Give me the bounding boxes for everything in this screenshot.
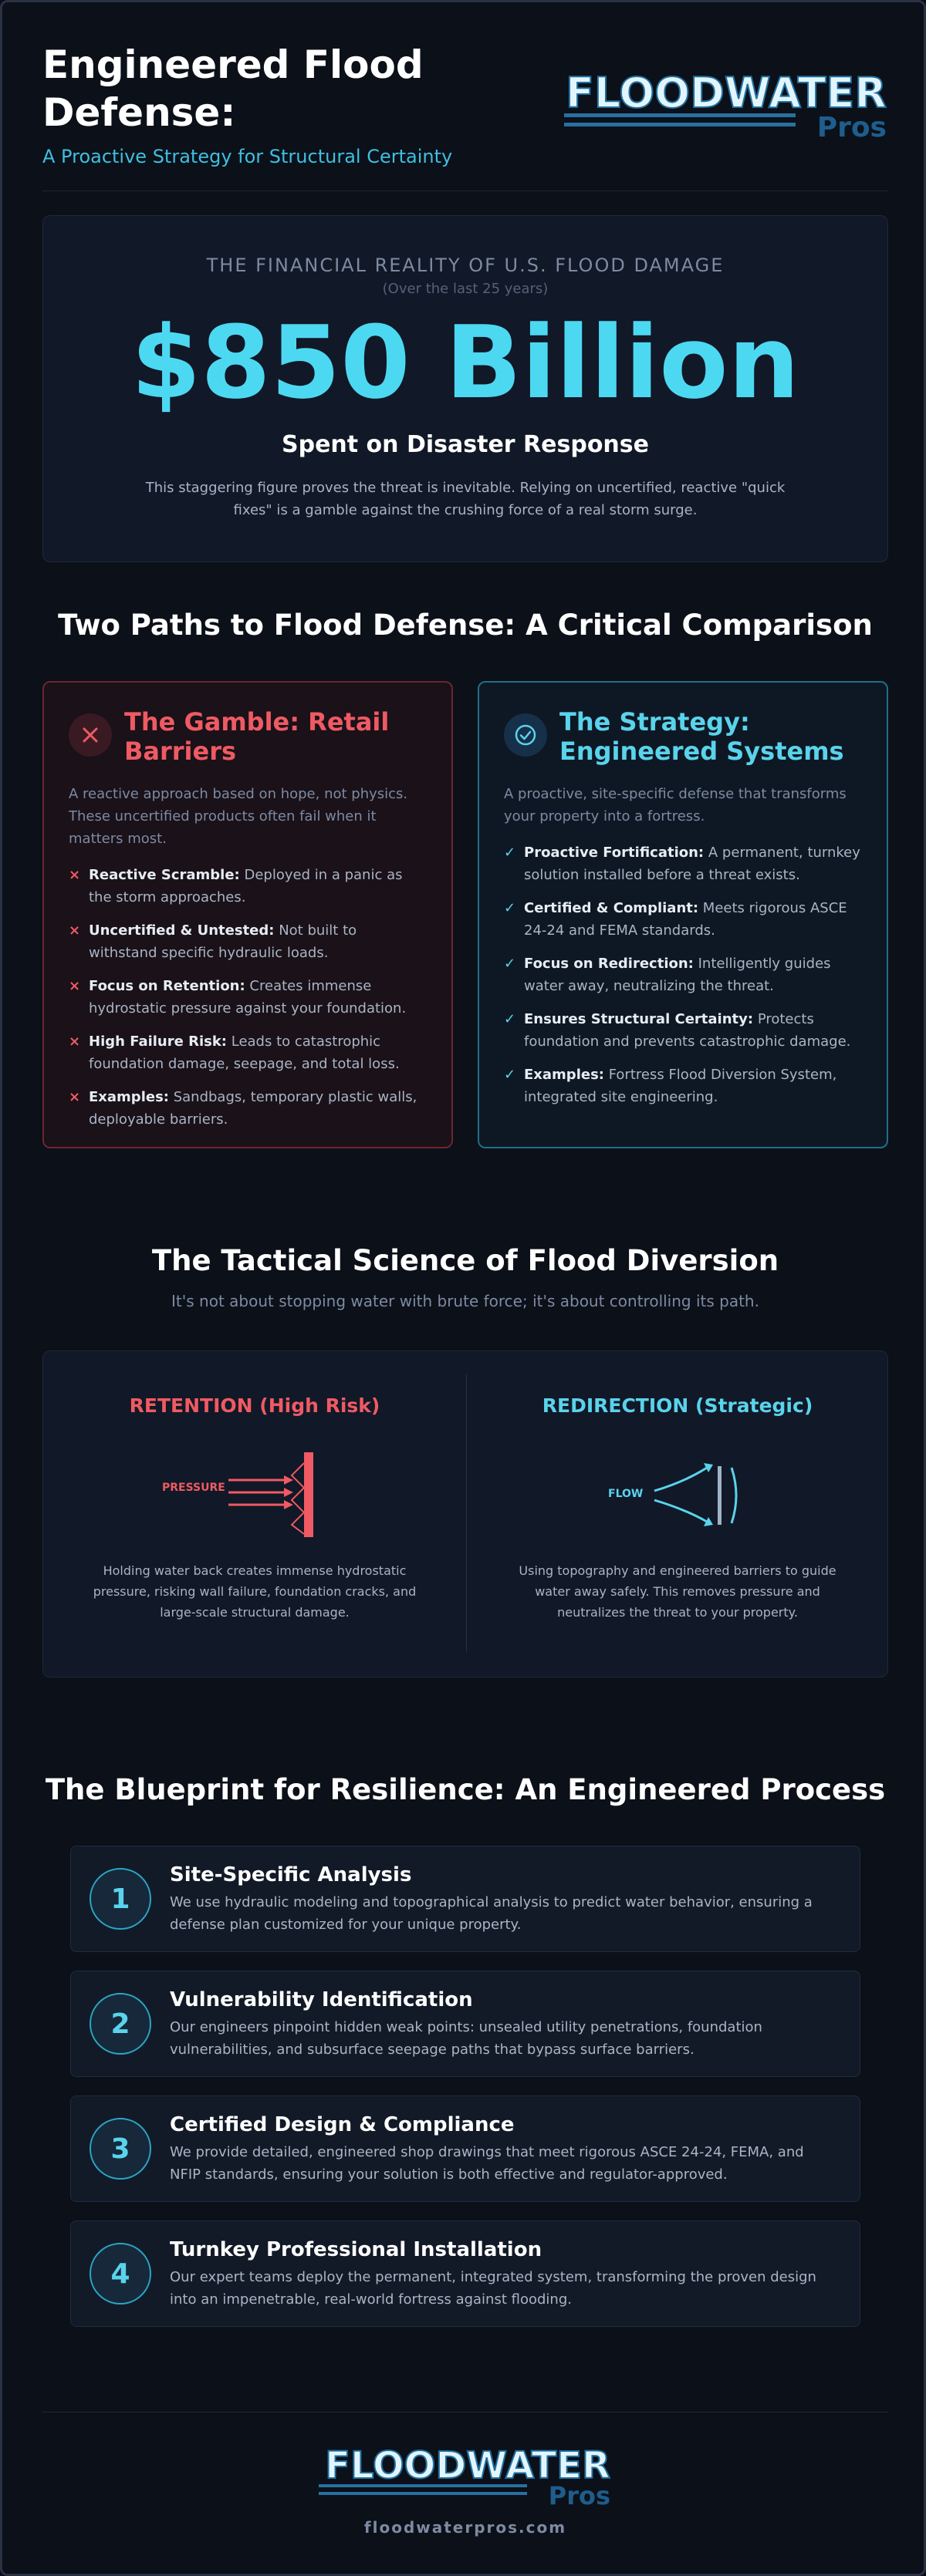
list-item: ×Examples: Sandbags, temporary plastic w…: [69, 1086, 427, 1131]
strategy-card: The Strategy: Engineered Systems A proac…: [478, 681, 888, 1148]
stat-card: THE FINANCIAL REALITY OF U.S. FLOOD DAMA…: [42, 215, 888, 562]
list-item: ✓Examples: Fortress Flood Diversion Syst…: [504, 1064, 862, 1108]
brand-logo-graphic: FLOODWATER Pros: [564, 68, 887, 143]
stat-period: (Over the last 25 years): [382, 281, 549, 297]
page-subtitle: A Proactive Strategy for Structural Cert…: [42, 146, 453, 167]
step-number: 2: [90, 1993, 151, 2055]
page-title: Engineered Flood Defense:: [42, 42, 424, 135]
check-mark-icon: ✓: [504, 1067, 516, 1083]
gamble-card: The Gamble: Retail Barriers A reactive a…: [42, 681, 453, 1148]
footer-logo-subword: Pros: [549, 2481, 610, 2507]
step-body: We use hydraulic modeling and topographi…: [170, 1894, 813, 1933]
list-item: ×Reactive Scramble: Deployed in a panic …: [69, 864, 427, 909]
header: Engineered Flood Defense: A Proactive St…: [42, 41, 888, 191]
check-mark-icon: ✓: [504, 845, 516, 861]
science-panel: RETENTION (High Risk) PRESSURE Holding w…: [42, 1350, 888, 1677]
footer-logo-wordmark: FLOODWATER: [325, 2444, 610, 2487]
comparison-title: Two Paths to Flood Defense: A Critical C…: [58, 609, 873, 642]
list-item: ×High Failure Risk: Leads to catastrophi…: [69, 1030, 427, 1075]
x-mark-icon: ×: [69, 978, 81, 994]
list-item: ✓Proactive Fortification: A permanent, t…: [504, 841, 862, 886]
retention-body: Holding water back creates immense hydro…: [93, 1563, 417, 1620]
logo-subword: Pros: [817, 112, 887, 140]
redirection-column: REDIRECTION (Strategic) FLOW Using topog…: [466, 1351, 889, 1678]
footer-logo: FLOODWATER Pros: [319, 2443, 612, 2510]
redirection-title: REDIRECTION (Strategic): [542, 1394, 813, 1417]
x-icon: [69, 713, 112, 757]
strategy-title: The Strategy: Engineered Systems: [559, 707, 844, 766]
step-title: Turnkey Professional Installation: [170, 2238, 542, 2261]
step-number: 3: [90, 2118, 151, 2180]
x-mark-icon: ×: [69, 922, 81, 939]
retention-title: RETENTION (High Risk): [129, 1394, 380, 1417]
redirection-diagram-icon: FLOW: [608, 1463, 738, 1526]
step-number: 1: [90, 1868, 151, 1930]
list-item: ✓Ensures Structural Certainty: Protects …: [504, 1008, 862, 1053]
check-mark-icon: ✓: [504, 956, 516, 972]
process-step: 3 Certified Design & Compliance We provi…: [70, 2096, 860, 2202]
step-title: Site-Specific Analysis: [170, 1863, 412, 1886]
check-circle-icon: [504, 713, 547, 757]
stat-label: THE FINANCIAL REALITY OF U.S. FLOOD DAMA…: [206, 255, 725, 276]
list-item: ✓Certified & Compliant: Meets rigorous A…: [504, 897, 862, 942]
step-body: Our engineers pinpoint hidden weak point…: [170, 2019, 762, 2058]
science-title: The Tactical Science of Flood Diversion: [151, 1244, 779, 1277]
step-body: We provide detailed, engineered shop dra…: [170, 2144, 804, 2183]
step-body: Our expert teams deploy the permanent, i…: [170, 2269, 816, 2308]
step-title: Vulnerability Identification: [170, 1988, 473, 2011]
step-title: Certified Design & Compliance: [170, 2113, 515, 2136]
process-title: The Blueprint for Resilience: An Enginee…: [45, 1773, 886, 1806]
footer-logo-graphic: FLOODWATER Pros: [319, 2443, 611, 2510]
divider: [466, 1374, 467, 1652]
x-mark-icon: ×: [69, 1089, 81, 1105]
svg-text:FLOW: FLOW: [608, 1488, 643, 1500]
logo-wordmark: FLOODWATER: [566, 69, 887, 117]
list-item: ✓Focus on Redirection: Intelligently gui…: [504, 953, 862, 997]
retention-column: RETENTION (High Risk) PRESSURE Holding w…: [43, 1351, 466, 1678]
list-item: ×Focus on Retention: Creates immense hyd…: [69, 975, 427, 1020]
step-number: 4: [90, 2243, 151, 2305]
retention-diagram-icon: PRESSURE: [162, 1452, 313, 1537]
process-step: 2 Vulnerability Identification Our engin…: [70, 1971, 860, 2077]
brand-logo: FLOODWATER Pros: [564, 68, 888, 143]
gamble-list: ×Reactive Scramble: Deployed in a panic …: [69, 864, 427, 1131]
stat-caption: Spent on Disaster Response: [281, 431, 649, 458]
science-subtitle: It's not about stopping water with brute…: [171, 1292, 759, 1310]
strategy-list: ✓Proactive Fortification: A permanent, t…: [504, 841, 862, 1108]
process-step: 1 Site-Specific Analysis We use hydrauli…: [70, 1846, 860, 1952]
check-mark-icon: ✓: [504, 900, 516, 916]
list-item: ×Uncertified & Untested: Not built to wi…: [69, 919, 427, 964]
process-step: 4 Turnkey Professional Installation Our …: [70, 2220, 860, 2327]
x-mark-icon: ×: [69, 1033, 81, 1050]
stat-body: This staggering figure proves the threat…: [145, 480, 786, 518]
stat-value: $850 Billion: [130, 304, 800, 421]
strategy-intro: A proactive, site-specific defense that …: [504, 786, 847, 824]
svg-text:PRESSURE: PRESSURE: [162, 1482, 225, 1494]
gamble-title: The Gamble: Retail Barriers: [124, 707, 390, 766]
x-mark-icon: ×: [69, 867, 81, 883]
footer-url-link[interactable]: floodwaterpros.com: [363, 2518, 567, 2537]
gamble-intro: A reactive approach based on hope, not p…: [69, 786, 408, 847]
check-mark-icon: ✓: [504, 1011, 516, 1027]
redirection-body: Using topography and engineered barriers…: [519, 1563, 836, 1620]
